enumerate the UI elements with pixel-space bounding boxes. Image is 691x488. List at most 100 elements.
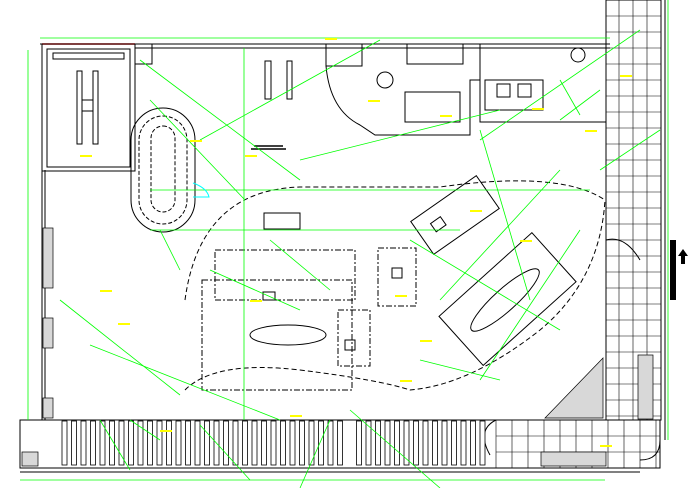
dimension-line <box>149 99 246 201</box>
rack-left <box>264 60 272 100</box>
equipment-box <box>484 79 544 111</box>
paving-stripe <box>308 420 315 466</box>
forecourt-curve-top <box>184 180 606 301</box>
dimension-line <box>559 79 581 116</box>
paving-stripe <box>365 420 372 466</box>
planter-corner <box>21 451 39 467</box>
island-2 <box>337 309 371 367</box>
dimension-line <box>419 359 501 381</box>
dimension-line <box>299 109 501 161</box>
annotation-mark <box>368 100 380 102</box>
annotation-layer <box>80 38 632 447</box>
annotation-mark <box>118 323 130 325</box>
entry-curve-2 <box>483 419 497 456</box>
annotation-mark <box>585 130 597 132</box>
dimension-line <box>99 419 131 471</box>
annotation-mark <box>80 155 92 157</box>
dimension-line <box>439 169 561 301</box>
annotation-mark <box>470 210 482 212</box>
paving-stripe <box>318 420 324 466</box>
tank <box>570 47 586 63</box>
north-arrow-icon <box>670 240 688 300</box>
canopy-a <box>201 279 353 391</box>
paving-stripe <box>71 420 77 466</box>
paving-stripe <box>261 420 267 466</box>
annotation-mark <box>600 445 612 447</box>
dimension-line <box>479 229 581 381</box>
rotated-bay <box>438 232 577 367</box>
paving-stripe <box>479 420 486 466</box>
annotation-mark <box>325 38 337 40</box>
paving-stripe <box>470 420 476 466</box>
paving-stripe <box>175 420 182 466</box>
annotation-mark <box>160 430 172 432</box>
planter-left-1 <box>42 227 54 289</box>
wash-bay-outer <box>130 107 196 233</box>
annotation-mark <box>190 140 202 142</box>
services-block <box>404 91 461 123</box>
entry-curve-1 <box>605 238 641 261</box>
equip-b <box>517 83 532 98</box>
rack-right <box>286 60 293 100</box>
canopy-b <box>214 249 356 301</box>
paving-stripe <box>147 420 153 466</box>
annotation-mark <box>250 300 262 302</box>
paving-stripe <box>166 420 172 466</box>
paving-stripe <box>422 420 429 466</box>
planter-triangle <box>544 357 604 419</box>
canopy-bar <box>52 52 125 60</box>
annotation-mark <box>520 240 532 242</box>
paving-stripe <box>204 420 210 466</box>
rotated-box <box>410 174 500 256</box>
dimension-line <box>269 239 331 291</box>
small-car <box>263 212 301 230</box>
dimension-line <box>599 129 661 171</box>
paving-stripe <box>232 420 239 466</box>
paving-stripe <box>242 420 248 466</box>
dimension-line <box>299 419 331 488</box>
annotation-mark <box>290 415 302 417</box>
forecourt-curve-bottom <box>184 199 606 391</box>
paving-stripe <box>451 420 457 466</box>
paving-stripe <box>356 420 362 466</box>
dimension-line <box>59 299 181 396</box>
column-left <box>76 70 83 145</box>
wash-bay-mid <box>138 115 188 225</box>
paving-stripe <box>99 420 106 466</box>
annotation-mark <box>420 340 432 342</box>
paving-stripe <box>432 420 438 466</box>
door-swing <box>192 182 210 198</box>
paving-stripe <box>280 420 286 466</box>
tanker-truck-left <box>249 324 327 346</box>
paving-stripe <box>327 420 334 466</box>
linework-layer <box>19 0 666 473</box>
dimension-line <box>129 419 161 441</box>
paving-stripe <box>337 420 343 466</box>
paving-stripe <box>394 420 400 466</box>
building-top-centre <box>325 44 481 136</box>
pump-box <box>81 99 94 112</box>
plant-circle <box>376 71 394 89</box>
pump-1 <box>391 267 403 279</box>
pump-3 <box>262 291 276 301</box>
dimension-line <box>139 59 301 181</box>
dimension-line <box>89 344 281 421</box>
paving-stripe <box>194 420 201 466</box>
annotation-mark <box>100 290 112 292</box>
paving-stripe <box>185 420 191 466</box>
equip-a <box>496 83 511 98</box>
planter-left-2 <box>42 317 54 349</box>
dimension-line <box>479 29 641 141</box>
paving-stripe <box>460 420 467 466</box>
annotation-mark <box>440 115 452 117</box>
dimension-line <box>349 409 441 488</box>
building-top-left-inner <box>46 48 131 168</box>
annotation-mark <box>395 295 407 297</box>
paving-stripe <box>156 420 163 466</box>
annotation-mark <box>532 108 544 110</box>
paving-stripe <box>223 420 229 466</box>
paving-stripe <box>289 420 296 466</box>
dimension-line <box>209 269 301 311</box>
dimension-line <box>479 129 531 301</box>
